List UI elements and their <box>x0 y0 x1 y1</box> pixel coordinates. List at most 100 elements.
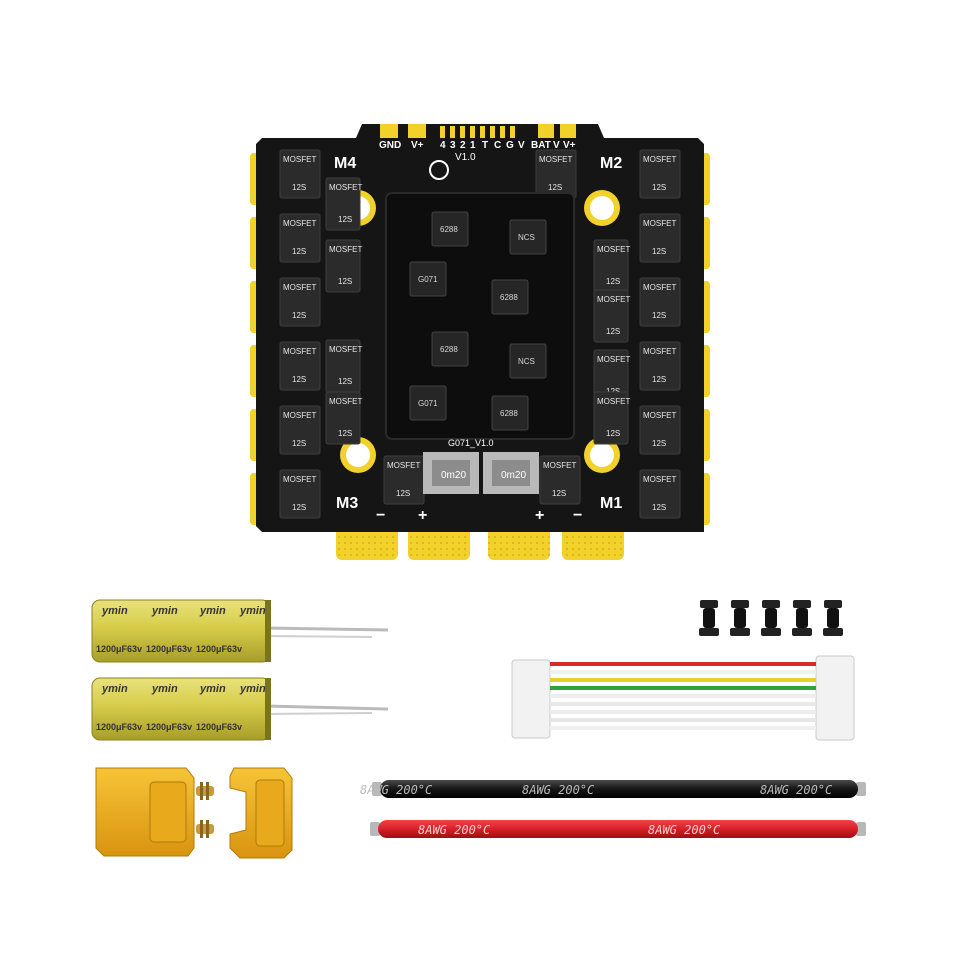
pin-label-3: 3 <box>450 140 456 151</box>
rating-label: 12S <box>606 277 620 286</box>
pin-label-v: V <box>518 140 525 151</box>
rating-label: 12S <box>292 439 306 448</box>
rating-label: 12S <box>652 375 666 384</box>
pad-plus-left: + <box>418 507 427 524</box>
capacitor-2-spec-1: 1200μF63v <box>96 722 142 732</box>
chip-label: 6288 <box>440 345 458 354</box>
mosfet-label: MOSFET <box>539 155 572 164</box>
mosfet-chip: MOSFET 12S <box>325 339 362 393</box>
logo-icon <box>429 160 449 180</box>
rating-label: 12S <box>292 247 306 256</box>
black-wire-label-1: 8AWG 200°C <box>360 783 433 797</box>
mosfet-label: MOSFET <box>329 397 362 406</box>
mosfet-label: MOSFET <box>643 347 676 356</box>
chip-label: 6288 <box>440 225 458 234</box>
mosfet-label: MOSFET <box>597 245 630 254</box>
controller-chip: 6288 <box>431 331 469 367</box>
pin-label-t: T <box>482 140 488 151</box>
capacitor-1-brand-1: ymin <box>101 605 128 617</box>
mosfet-chip: MOSFET 12S <box>639 469 681 519</box>
black-wire-label-3: 8AWG 200°C <box>760 783 833 797</box>
capacitor-1-brand-3: ymin <box>199 605 226 617</box>
mosfet-label: MOSFET <box>643 475 676 484</box>
capacitor-1-brand-4: ymin <box>239 605 266 617</box>
rating-label: 12S <box>606 327 620 336</box>
current-shunts: 0m20 0m20 <box>423 452 539 494</box>
rating-label: 12S <box>652 311 666 320</box>
pad-plus-right: + <box>535 507 544 524</box>
controller-chip: 6288 <box>491 395 529 431</box>
capacitor-2-brand-3: ymin <box>199 683 226 695</box>
rating-label: 12S <box>652 183 666 192</box>
rating-label: 12S <box>338 429 352 438</box>
pin-label-vplus: V+ <box>411 140 424 151</box>
board-model: G071_V1.0 <box>448 438 494 448</box>
xt90-plug <box>95 767 214 857</box>
capacitor-1-spec-1: 1200μF63v <box>96 644 142 654</box>
motor-label-m2: M2 <box>600 155 622 172</box>
pin-label-c: C <box>494 140 501 151</box>
mosfet-chip: MOSFET 12S <box>639 341 681 391</box>
red-wire-label-2: 8AWG 200°C <box>648 823 721 837</box>
shunt-label-2: 0m20 <box>501 470 526 481</box>
esc-board: GND V+ 4 3 2 1 T C G V BAT V V+ V1.0 M4 … <box>250 124 710 560</box>
pin-label-v2: V <box>553 140 560 151</box>
chip-label: G071 <box>418 275 438 284</box>
capacitor-2-brand-4: ymin <box>239 683 266 695</box>
mosfet-chip: MOSFET 12S <box>279 277 321 327</box>
mosfet-label: MOSFET <box>283 283 316 292</box>
mosfet-label: MOSFET <box>329 345 362 354</box>
rating-label: 12S <box>652 439 666 448</box>
rating-label: 12S <box>652 503 666 512</box>
mosfet-label: MOSFET <box>283 219 316 228</box>
pin-label-g: G <box>506 140 514 151</box>
rubber-grommets <box>699 600 843 636</box>
mosfet-chip: MOSFET 12S <box>383 455 425 505</box>
capacitor-1-spec-2: 1200μF63v <box>146 644 192 654</box>
controller-chip: 6288 <box>431 211 469 247</box>
rating-label: 12S <box>338 377 352 386</box>
pin-label-2: 2 <box>460 140 466 151</box>
capacitor-2-brand-2: ymin <box>151 683 178 695</box>
pin-label-gnd: GND <box>379 140 401 151</box>
chip-label: 6288 <box>500 293 518 302</box>
mosfet-label: MOSFET <box>283 347 316 356</box>
controller-chip: NCS <box>509 219 547 255</box>
red-power-wire: 8AWG 200°C 8AWG 200°C <box>370 820 866 838</box>
rating-label: 12S <box>292 183 306 192</box>
motor-label-m3: M3 <box>336 495 358 512</box>
mosfet-label: MOSFET <box>597 397 630 406</box>
pin-label-4: 4 <box>440 140 446 151</box>
mosfet-chip: MOSFET 12S <box>639 277 681 327</box>
rating-label: 12S <box>338 277 352 286</box>
pin-label-1: 1 <box>470 140 476 151</box>
top-connector-pads <box>380 124 576 138</box>
rating-label: 12S <box>396 489 410 498</box>
mosfet-label: MOSFET <box>643 283 676 292</box>
chip-label: 6288 <box>500 409 518 418</box>
mosfet-chip: MOSFET 12S <box>593 289 630 343</box>
capacitor-2-spec-3: 1200μF63v <box>196 722 242 732</box>
mosfet-label: MOSFET <box>387 461 420 470</box>
pin-label-bat: BAT <box>531 140 551 151</box>
mosfet-label: MOSFET <box>597 355 630 364</box>
motor-label-m4: M4 <box>334 155 356 172</box>
rating-label: 12S <box>292 311 306 320</box>
chip-label: NCS <box>518 357 535 366</box>
pad-minus-left: − <box>376 507 385 524</box>
mosfet-chip: MOSFET 12S <box>279 213 321 263</box>
controller-chip: G071 <box>409 261 447 297</box>
mosfet-label: MOSFET <box>597 295 630 304</box>
mosfet-label: MOSFET <box>329 183 362 192</box>
